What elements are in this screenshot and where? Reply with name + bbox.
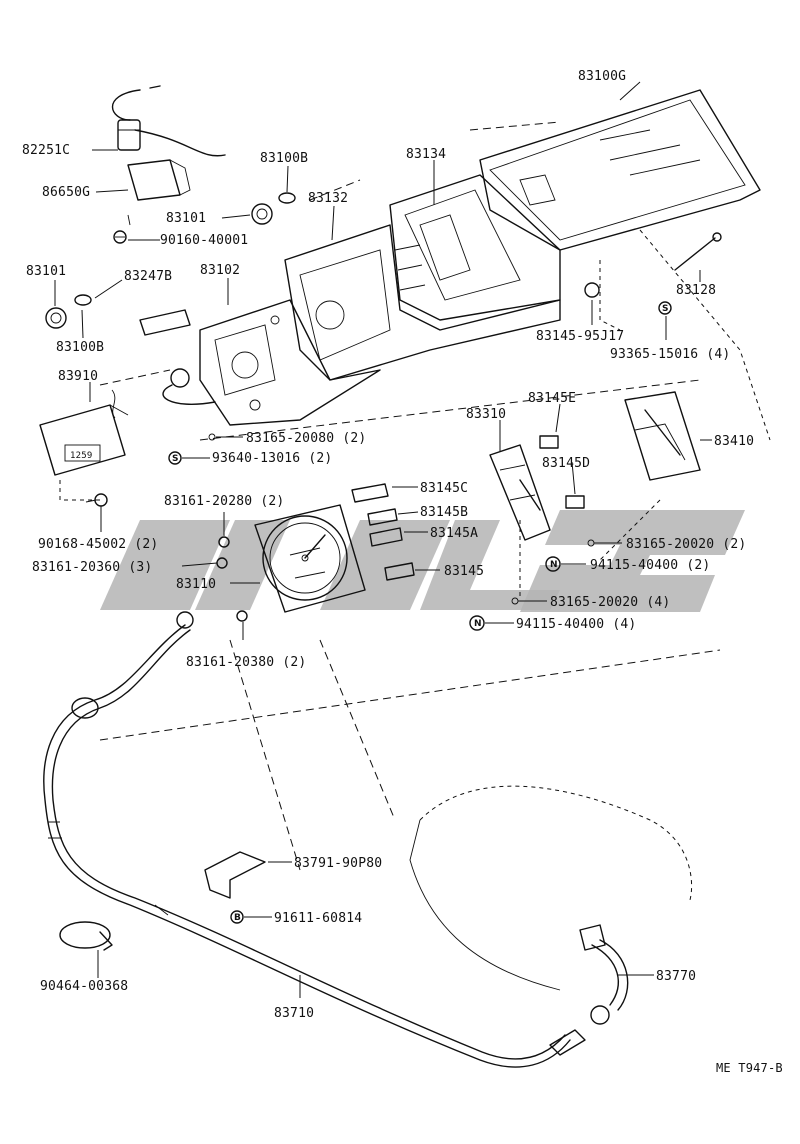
label-83132: 83132 [308,191,348,206]
label-83128: 83128 [676,283,716,298]
label-83134: 83134 [406,147,446,162]
label-83410: 83410 [714,434,754,449]
label-83165-20020-b: 83165-20020 (4) [550,595,670,610]
screw-83161-20280 [218,536,230,548]
label-83710: 83710 [274,1006,314,1021]
relay-harness-82251c [111,85,226,157]
label-83165-20020-a: 83165-20020 (2) [626,537,746,552]
cluster-frame-83132 [284,224,561,381]
b-symbol-91611: B [234,913,241,923]
label-83100g: 83100G [578,69,626,84]
screw-90160 [113,230,127,244]
label-83145d: 83145D [542,456,590,471]
bulb-83100b-a [278,192,296,204]
symbol-marks: S S N N B [168,301,672,924]
s-symbol-93640: S [172,454,178,464]
gauge-83410 [624,391,701,481]
label-90464: 90464-00368 [40,979,128,994]
label-83310: 83310 [466,407,506,422]
label-83165-20080: 83165-20080 (2) [246,431,366,446]
bulb-socket-cluster [162,368,216,405]
speedometer-cable-83710 [43,611,586,1068]
label-83770: 83770 [656,969,696,984]
label-83101-a: 83101 [166,211,206,226]
cluster-housing-83100g [479,89,761,251]
label-90168: 90168-45002 (2) [38,537,158,552]
label-90160: 90160-40001 [160,233,248,248]
label-83791: 83791-90P80 [294,856,382,871]
label-83100b-b: 83100B [56,340,104,355]
label-93640: 93640-13016 (2) [212,451,332,466]
n-symbol-94115-b: N [474,619,482,629]
module-83910: 1259 [39,389,129,476]
label-83145a: 83145A [430,526,478,541]
bulb-83145a [369,527,403,547]
diagram-id: ME T947-B [716,1061,783,1075]
reference-lines [59,121,771,871]
cable-83770 [579,924,629,1025]
leader-lines [54,81,712,998]
plate-83247b [139,309,191,336]
label-83145-95j17: 83145-95J17 [536,329,624,344]
label-91611: 91611-60814 [274,911,362,926]
bulb-83145d [565,495,585,509]
label-83910: 83910 [58,369,98,384]
label-86650g: 86650G [42,185,90,200]
bulb-socket-83101-a [251,203,273,225]
label-94115-b: 94115-40400 (4) [516,617,636,632]
cluster-base-83102 [199,299,381,426]
gauge-83310 [489,444,551,541]
label-83247b: 83247B [124,269,172,284]
label-83100b-a: 83100B [260,151,308,166]
screw-83161-20380 [236,610,248,622]
label-83145e: 83145E [528,391,576,406]
label-83161-20380: 83161-20380 (2) [186,655,306,670]
part-labels: 83100G 82251C 83100B 83134 86650G 83132 … [22,69,783,1075]
bulb-83145e [539,435,559,449]
bulb-socket-83101-b [45,307,67,329]
bracket-83791 [204,851,266,899]
module-display-text: 1259 [70,451,92,461]
label-83110: 83110 [176,577,216,592]
s-symbol-93365: S [662,304,668,314]
label-82251c: 82251C [22,143,70,158]
clamp-90464 [59,921,113,951]
label-83161-20360: 83161-20360 (3) [32,560,152,575]
label-83101-b: 83101 [26,264,66,279]
speedometer-83110 [254,504,366,613]
body-outline [409,785,693,991]
label-83145: 83145 [444,564,484,579]
label-83145b: 83145B [420,505,468,520]
cluster-panel-83134 [389,174,561,321]
screw-83128 [674,232,722,271]
bulb-83145c [351,483,389,503]
bulb-83100b-b [74,294,92,306]
label-83102: 83102 [200,263,240,278]
bulb-83145 [384,562,415,581]
label-93365: 93365-15016 (4) [610,347,730,362]
label-83161-20280: 83161-20280 (2) [164,494,284,509]
n-symbol-94115-a: N [550,560,558,570]
bulb-83145-95j17 [584,282,600,298]
relay-86650g [127,159,191,226]
label-83145c: 83145C [420,481,468,496]
label-94115-a: 94115-40400 (2) [590,558,710,573]
bulb-83145b [367,508,398,526]
